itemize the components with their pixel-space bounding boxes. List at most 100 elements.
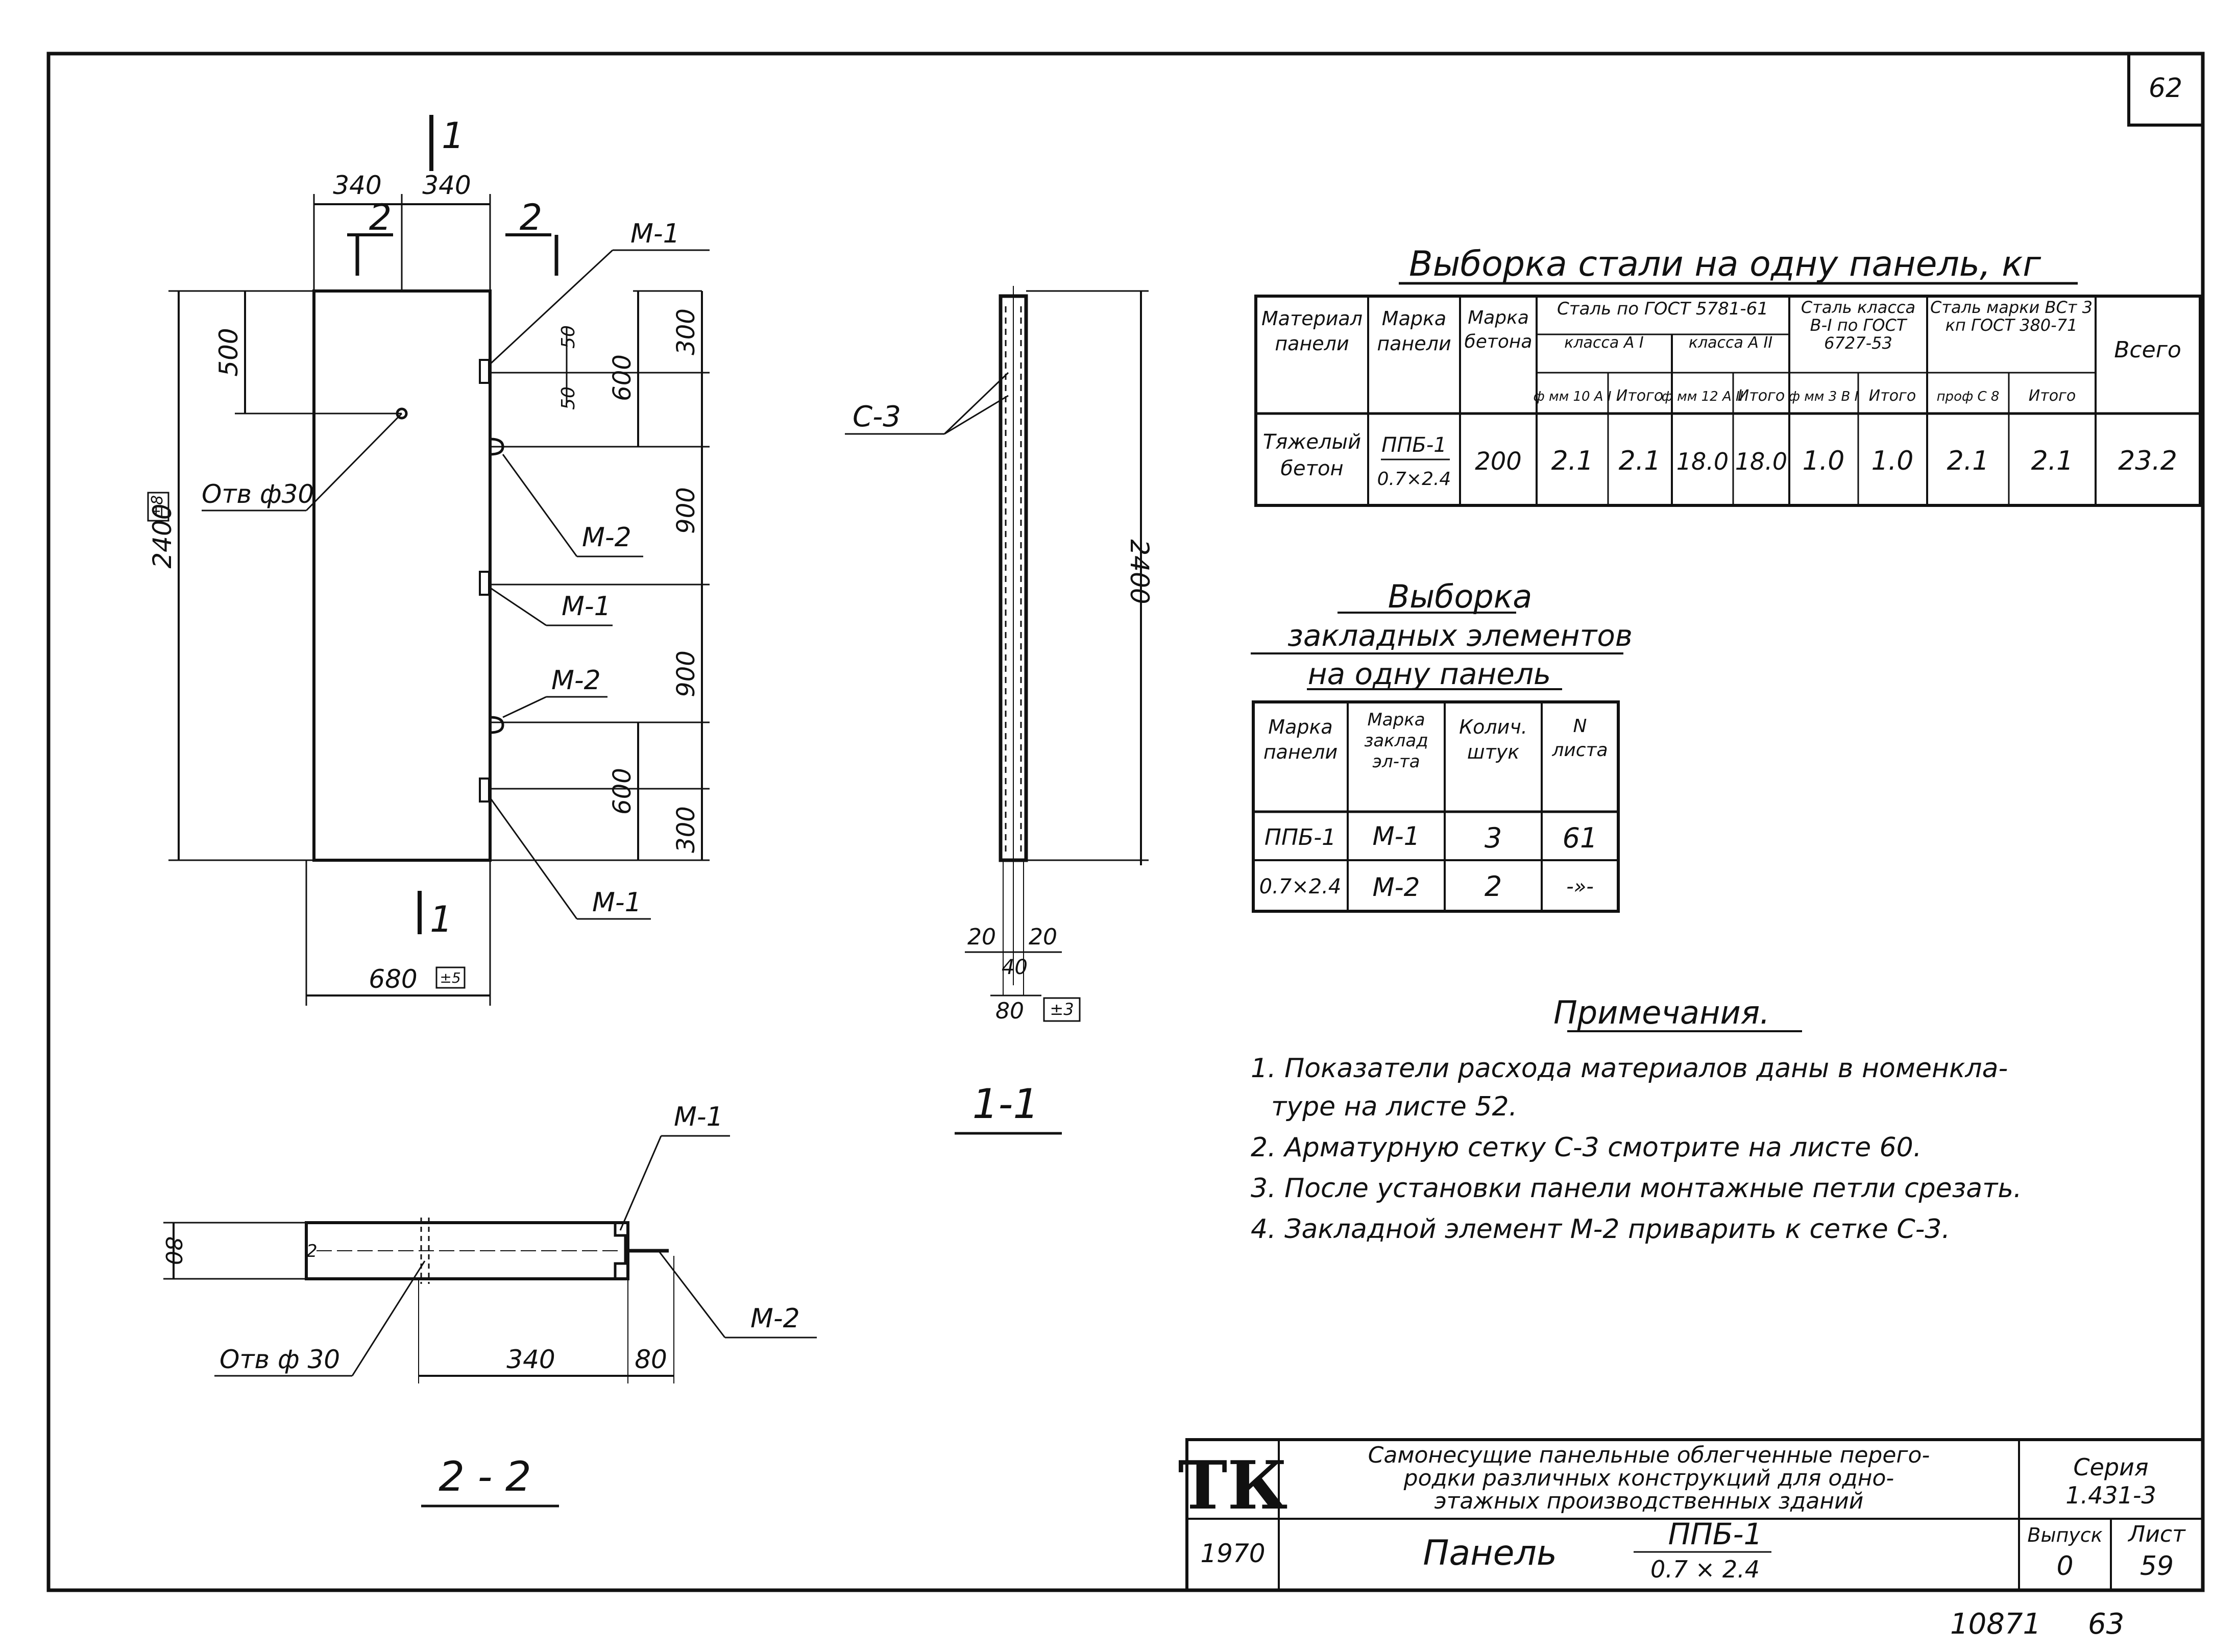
dim-40: 40 [1002,956,1028,979]
sub-header: Итого [1869,387,1916,405]
notes: Примечания. 1. Показатели расхода матери… [1251,994,2022,1245]
doc-number: 10871 [1950,1608,2041,1641]
panel-mark-top: ППБ-1 [1668,1517,1763,1551]
title-block: ТК Самонесущие панельные облегченные пер… [1178,1438,2204,1592]
right-dim: 600 [608,354,637,401]
right-dim: 900 [672,487,700,534]
right-dim: 300 [672,806,700,853]
title-description: родки различных конструкций для одно- [1403,1465,1894,1491]
series-value: 1.431-3 [2065,1481,2156,1509]
sub-header: проф С 8 [1937,389,2000,404]
embed-title-line: Выборка [1388,578,1532,615]
row-concrete: 200 [1475,447,1522,476]
embed-cell: -»- [1566,875,1594,898]
dim-340: 340 [506,1345,555,1374]
header-material: Материал панели [1261,307,1363,355]
issue-label: Выпуск [2027,1524,2102,1546]
inner-mark: 2 [306,1241,318,1261]
issue-value: 0 [2056,1551,2073,1582]
sub-header: Итого [1616,387,1663,405]
header-total: Всего [2114,337,2181,363]
steel-table-title: Выборка стали на одну панель, кг [1409,244,2041,284]
embed-m2-icon [490,716,504,734]
embed-m1-icon [479,571,490,596]
dim-left-500: 500 [214,328,244,376]
embed-header: Марка панели [1263,716,1338,764]
hole-label: Отв ф 30 [220,1345,340,1374]
dim-top-right: 340 [422,171,471,200]
panel-elevation: 1 1 340 340 2 2 2400 ±8 500 Отв ф30 [147,115,710,1006]
dim-80-left: 80 [160,1236,186,1265]
dim-width: 680 [369,964,417,994]
title-description: Самонесущие панельные облегченные перего… [1368,1442,1930,1468]
embed-table: Выборка закладных элементов на одну пане… [1251,578,1633,913]
hole-label: Отв ф30 [202,479,314,509]
dim-20-left: 20 [967,924,996,950]
right-dim: 900 [672,650,700,697]
section-mark-top: 1 [442,115,465,157]
corner-number: 62 [2149,73,2182,104]
small-dim: 50 [558,325,579,349]
section-title: 1-1 [972,1080,1039,1128]
row-value: 18.0 [1676,448,1729,475]
embed-label: М-1 [592,887,642,918]
embed-cell: М-1 [1373,821,1420,851]
row-panel-mark-top: ППБ-1 [1381,433,1446,457]
embed-cell: 61 [1563,822,1598,854]
embed-cell: 3 [1485,822,1502,854]
dim-80: 80 [995,998,1024,1024]
year: 1970 [1200,1539,1265,1568]
embed-m1-icon [479,359,490,384]
sub-header: ф мм 10 А I [1533,389,1611,404]
label-m2: М-2 [750,1303,800,1334]
note-line: 4. Закладной элемент М-2 приварить к сет… [1251,1214,1950,1245]
section-dim-height: 2400 [1125,539,1154,604]
note-line: 3. После установки панели монтажные петл… [1251,1173,2022,1204]
header-concrete-mark: Марка бетона [1464,307,1533,352]
embed-title-line: закладных элементов [1287,618,1633,653]
dim-80-tol: ±3 [1050,1000,1074,1019]
panel-outline [312,289,492,862]
header-class-aii: класса А II [1688,334,1773,352]
sheet-label: Лист [2127,1521,2186,1547]
label-m1: М-1 [674,1102,723,1132]
steel-table: Выборка стали на одну панель, кг Материа… [1254,244,2202,507]
row-value: 1.0 [1871,446,1914,476]
header-vst3kp: Сталь марки ВСт 3 кп ГОСТ 380-71 [1930,299,2093,335]
title-block-frame [1185,1438,2204,1592]
dim-height: 2400 [148,503,177,568]
row-material: Тяжелый бетон [1262,430,1361,480]
section-mark-bottom: 1 [430,898,453,940]
section-1-1: 2400 С-3 20 20 40 80 ±3 1-1 [845,286,1154,1135]
row-panel-mark-bottom: 0.7×2.4 [1377,469,1451,490]
embed-header: N листа [1552,716,1608,761]
panel-mark-bottom: 0.7 × 2.4 [1650,1556,1760,1583]
embed-label: М-1 [562,591,611,622]
right-dim: 300 [672,308,700,355]
embed-label: М-2 [582,522,631,553]
sub-header: Итого [1738,387,1785,405]
sub-header: Итого [2029,387,2076,405]
embed-title-line: на одну панель [1308,657,1551,691]
section-2-left: 2 [369,197,392,238]
embed-m1-icon [479,778,490,803]
section-title: 2 - 2 [439,1453,531,1500]
dim-width-tol: ±5 [440,969,460,986]
header-class-b1: Сталь класса В-I по ГОСТ 6727-53 [1801,299,1916,353]
sub-header: ф мм 3 В I [1789,389,1859,404]
embed-header: Колич. штук [1459,716,1527,764]
row-value: 2.1 [2031,446,2074,476]
embed-cell: 0.7×2.4 [1259,875,1342,898]
sheet-border [46,52,2205,1592]
row-value: 2.1 [1619,446,1661,476]
note-line: 2. Арматурную сетку С-3 смотрите на лист… [1251,1132,1922,1163]
note-line: туре на листе 52. [1271,1091,1517,1122]
panel-word: Панель [1423,1533,1557,1573]
mesh-label: С-3 [853,400,901,433]
row-value: 2.1 [1551,446,1594,476]
header-class-ai: класса А I [1564,334,1644,352]
header-panel-mark: Марка панели [1377,307,1451,355]
series-label: Серия [2073,1453,2148,1481]
notes-title: Примечания. [1553,994,1770,1031]
